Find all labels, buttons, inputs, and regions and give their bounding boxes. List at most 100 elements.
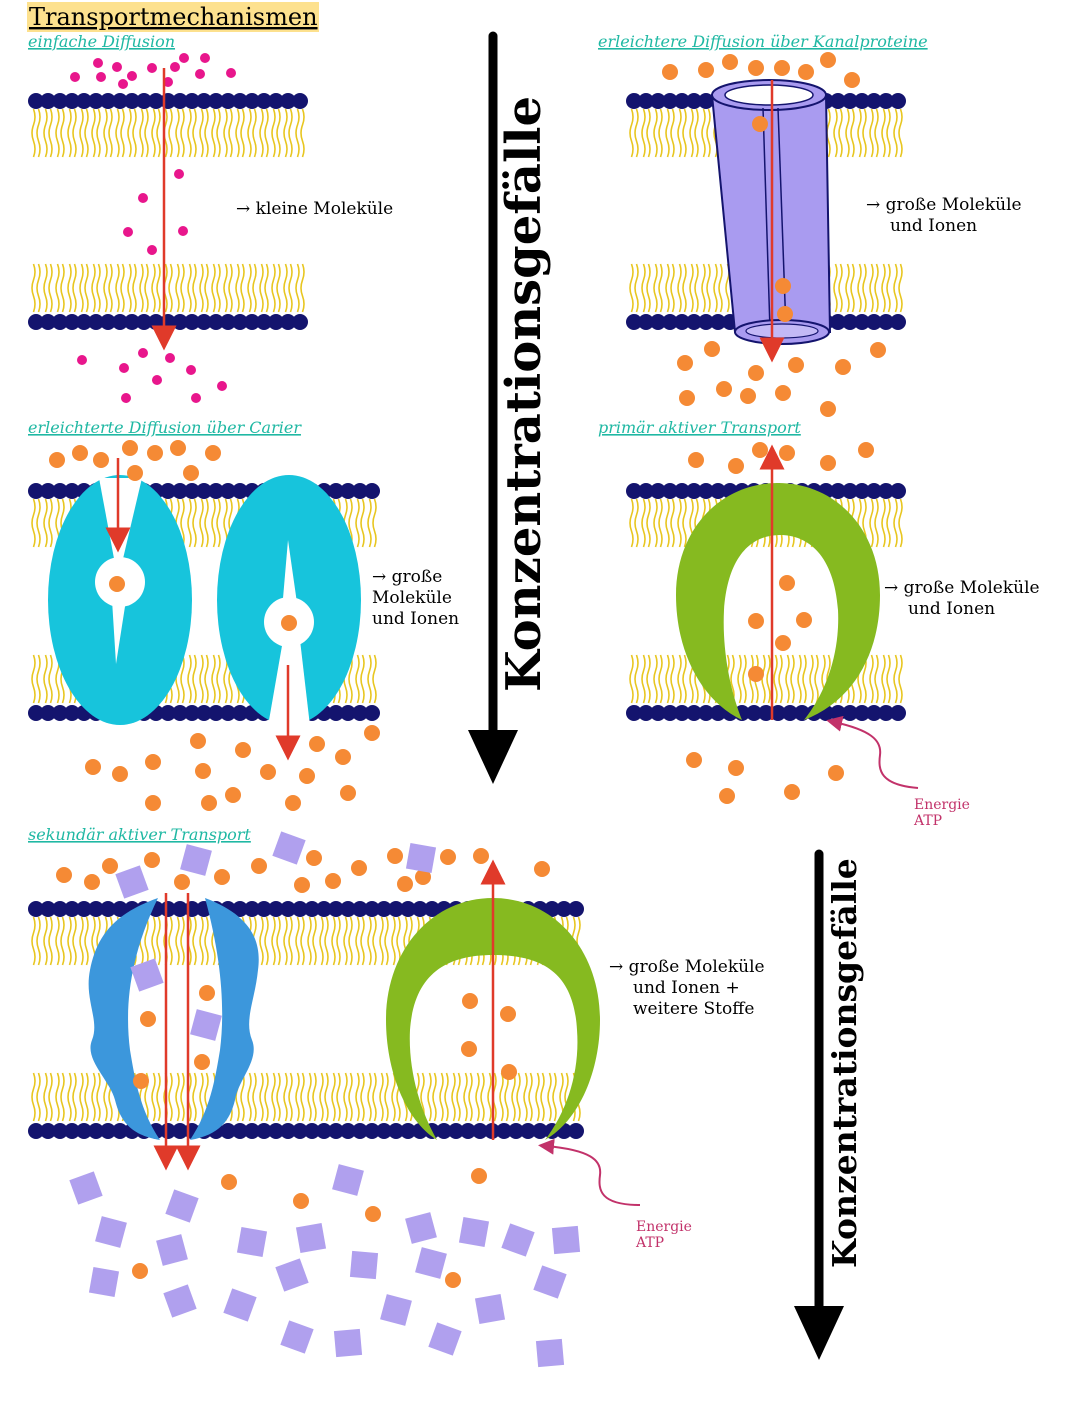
lipid-head	[220, 314, 236, 330]
cotransported-molecule	[223, 1288, 257, 1322]
lipid-head	[256, 314, 272, 330]
small-molecule	[138, 348, 148, 358]
ion	[325, 873, 341, 889]
lipid-head	[184, 483, 200, 499]
lipid-head	[256, 93, 272, 109]
lipid-head	[412, 901, 428, 917]
page-title: Transportmechanismen	[29, 3, 318, 31]
lipid-head	[650, 314, 666, 330]
lipid-head	[172, 1123, 188, 1139]
ion	[748, 613, 764, 629]
ion	[500, 1006, 516, 1022]
lipid-head	[854, 93, 870, 109]
ion	[72, 445, 88, 461]
ion	[752, 116, 768, 132]
ion	[144, 852, 160, 868]
lipid-head	[208, 483, 224, 499]
lipid-head	[28, 705, 44, 721]
lipid-head	[244, 93, 260, 109]
ion	[835, 359, 851, 375]
ion	[677, 355, 693, 371]
lipid-head	[64, 1123, 80, 1139]
ion	[56, 867, 72, 883]
lipid-head	[280, 1123, 296, 1139]
lipid-head	[436, 1123, 452, 1139]
lipid-head	[292, 93, 308, 109]
lipid-head	[184, 93, 200, 109]
cotransported-molecule	[88, 1266, 120, 1298]
ion	[260, 764, 276, 780]
lipid-head	[124, 314, 140, 330]
ion	[870, 342, 886, 358]
lipid-head	[472, 1123, 488, 1139]
lipid-head	[268, 314, 284, 330]
lipid-head	[340, 1123, 356, 1139]
ion	[445, 1272, 461, 1288]
small-molecule	[147, 245, 157, 255]
label-secondary: → große Moleküle und Ionen + weitere Sto…	[609, 957, 770, 1019]
cotransported-molecule	[236, 1226, 268, 1258]
lipid-head	[878, 314, 894, 330]
small-molecule	[179, 53, 189, 63]
lipid-head	[40, 901, 56, 917]
ion	[194, 1054, 210, 1070]
energy-label-secondary: Energie ATP	[635, 1219, 696, 1251]
lipid-head	[794, 705, 810, 721]
small-molecule	[96, 72, 106, 82]
label-primary: → große Moleküle und Ionen	[884, 578, 1045, 619]
ion	[84, 874, 100, 890]
lipid-head	[890, 93, 906, 109]
lipid-head	[172, 901, 188, 917]
lipid-head	[52, 1123, 68, 1139]
ion	[195, 763, 211, 779]
ion	[752, 442, 768, 458]
lipid-head	[650, 483, 666, 499]
lipid-head	[64, 93, 80, 109]
ion	[820, 401, 836, 417]
lipid-head	[136, 93, 152, 109]
lipid-head	[220, 705, 236, 721]
ion	[214, 869, 230, 885]
small-molecule	[118, 79, 128, 89]
lipid-head	[304, 1123, 320, 1139]
cotransported-molecule	[501, 1223, 535, 1257]
ion	[688, 452, 704, 468]
lipid-head	[400, 1123, 416, 1139]
lipid-head	[196, 314, 212, 330]
cotransported-molecule	[380, 1294, 412, 1326]
ion	[225, 787, 241, 803]
lipid-head	[866, 93, 882, 109]
lipid-head	[638, 93, 654, 109]
ion	[858, 442, 874, 458]
ion	[251, 858, 267, 874]
lipid-head	[866, 314, 882, 330]
lipid-head	[878, 93, 894, 109]
lipid-head	[232, 93, 248, 109]
ion	[716, 381, 732, 397]
lipid-head	[64, 705, 80, 721]
ion	[109, 576, 125, 592]
small-molecule	[165, 353, 175, 363]
ion	[740, 388, 756, 404]
lipid-head	[686, 93, 702, 109]
lipid-head	[388, 901, 404, 917]
cotransported-molecule	[280, 1320, 314, 1354]
lipid-head	[172, 483, 188, 499]
lipid-head	[232, 705, 248, 721]
lipid-head	[352, 901, 368, 917]
small-molecule	[191, 393, 201, 403]
cotransported-molecule	[69, 1171, 103, 1205]
lipid-head	[88, 1123, 104, 1139]
lipid-head	[424, 901, 440, 917]
lipid-head	[232, 901, 248, 917]
lipid-head	[268, 93, 284, 109]
cotransported-molecule	[333, 1328, 363, 1358]
ion	[294, 877, 310, 893]
ion	[471, 1168, 487, 1184]
lipid-head	[184, 314, 200, 330]
lipid-head	[220, 483, 236, 499]
cotransported-molecule	[405, 1212, 437, 1244]
ion	[796, 612, 812, 628]
lipid-head	[148, 93, 164, 109]
gradient-arrow-top	[468, 31, 518, 784]
